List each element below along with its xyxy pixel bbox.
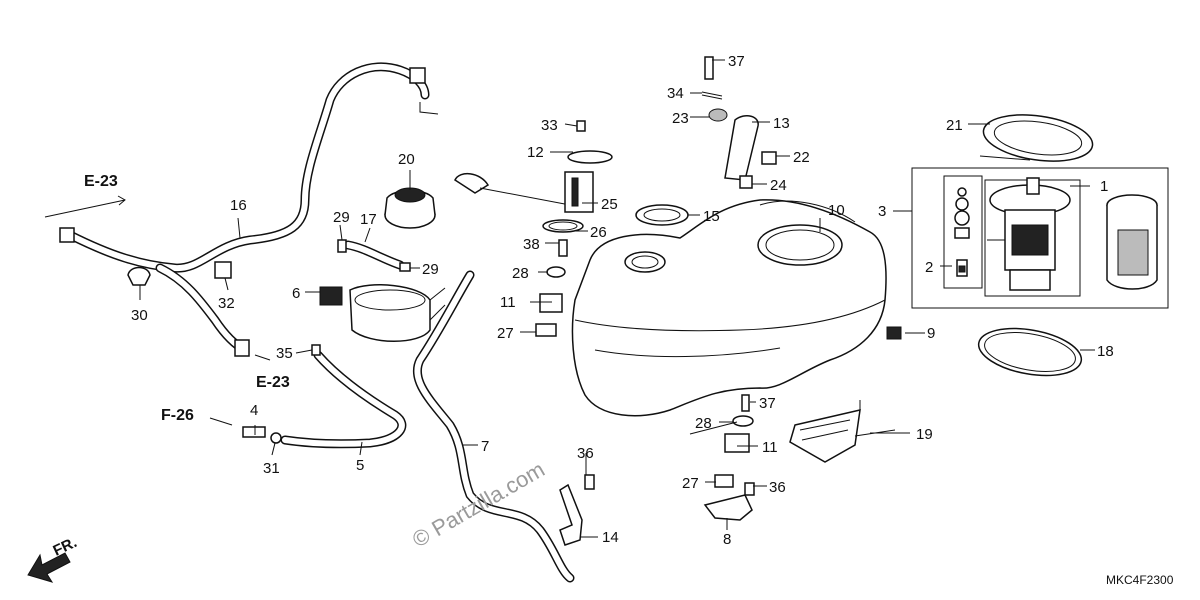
label-4: 4: [250, 402, 258, 419]
packing-15: [635, 204, 689, 226]
ref-e23-bottom: E-23: [256, 374, 290, 391]
label-8: 8: [723, 531, 731, 548]
label-38: 38: [523, 236, 540, 253]
bracket-14: [559, 483, 583, 546]
canister-6: [319, 284, 446, 342]
ref-e23-top: E-23: [84, 173, 118, 190]
label-12: 12: [527, 144, 544, 161]
labels: 1 2 3 4 5 6 7 8 9 10 11 11 12 13 14 15 1…: [131, 53, 1114, 548]
fuel-pump-assembly: [911, 167, 1169, 309]
label-37b: 37: [759, 395, 776, 412]
label-34: 34: [667, 85, 684, 102]
label-9: 9: [927, 325, 935, 342]
front-label: FR.: [51, 534, 80, 560]
label-7: 7: [481, 438, 489, 455]
label-11a: 11: [500, 294, 516, 311]
label-21: 21: [946, 117, 963, 134]
label-27b: 27: [682, 475, 699, 492]
stay-8: [703, 494, 753, 521]
clips: [59, 67, 426, 444]
label-1: 1: [1100, 178, 1108, 195]
leader-lines: [44, 59, 1095, 538]
label-15: 15: [703, 208, 720, 225]
label-3: 3: [878, 203, 886, 220]
label-28a: 28: [512, 265, 529, 282]
label-32: 32: [218, 295, 235, 312]
label-27a: 27: [497, 325, 514, 342]
plate-19: [789, 400, 896, 463]
label-24: 24: [770, 177, 787, 194]
label-23a: 23: [672, 110, 689, 127]
label-28b: 28: [695, 415, 712, 432]
diagram-code: MKC4F2300: [1106, 573, 1174, 587]
label-29a: 29: [333, 209, 350, 226]
label-6: 6: [292, 285, 300, 302]
label-30: 30: [131, 307, 148, 324]
fuel-cap-20: [384, 187, 436, 229]
label-33: 33: [541, 117, 558, 134]
label-29b: 29: [422, 261, 439, 278]
label-17: 17: [360, 211, 377, 228]
reference-labels: E-23 E-23 F-26: [84, 173, 290, 424]
label-2: 2: [925, 259, 933, 276]
label-35: 35: [276, 345, 293, 362]
label-36a: 36: [577, 445, 594, 462]
ref-f26: F-26: [161, 407, 194, 424]
fuel-sender-25: [454, 150, 613, 233]
front-arrow: [27, 552, 71, 583]
label-18: 18: [1097, 343, 1114, 360]
label-14: 14: [602, 529, 619, 546]
packing-18: [977, 327, 1083, 377]
pump-ring-21: [982, 114, 1094, 162]
label-20: 20: [398, 151, 415, 168]
label-19: 19: [916, 426, 933, 443]
label-25: 25: [601, 196, 618, 213]
fuel-tank-10: [571, 199, 887, 417]
label-22: 22: [793, 149, 810, 166]
label-37a: 37: [728, 53, 745, 70]
watermark: © Partzilla.com: [408, 457, 549, 553]
label-16: 16: [230, 197, 247, 214]
hoses: [65, 62, 575, 583]
label-10: 10: [828, 202, 845, 219]
label-26: 26: [590, 224, 607, 241]
fasteners: [535, 56, 902, 496]
label-11b: 11: [762, 439, 778, 456]
label-5: 5: [356, 457, 364, 474]
label-36b: 36: [769, 479, 786, 496]
label-31: 31: [263, 460, 280, 477]
label-13: 13: [773, 115, 790, 132]
